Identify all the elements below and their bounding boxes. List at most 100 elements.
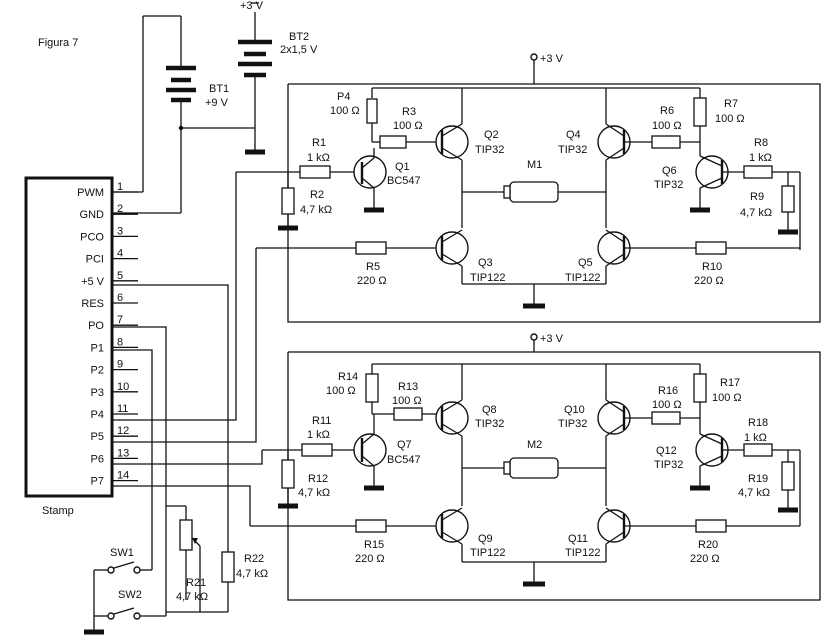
q4-name: Q4 [566, 129, 581, 141]
stamp-pin-number: 1 [117, 181, 123, 193]
motor-m2: M2 [527, 439, 542, 451]
r10-name: R10 [702, 261, 722, 273]
bt2-supply-label: +3 V [240, 0, 264, 12]
r8-name: R8 [754, 137, 768, 149]
sw2-label: SW2 [118, 589, 142, 601]
q1-name: Q1 [395, 161, 410, 173]
stamp-pin-number: 13 [117, 447, 129, 459]
stamp-pin-number: 10 [117, 381, 129, 393]
stamp-pin-label: P4 [91, 409, 104, 421]
bt2-name: BT2 [289, 31, 309, 43]
r18-name: R18 [748, 417, 768, 429]
stamp-pin-label: PCO [80, 231, 104, 243]
battery-bt1: BT1 +9 V [143, 15, 255, 213]
r22-name: R22 [244, 553, 264, 565]
r22-value: 4,7 kΩ [236, 568, 268, 580]
r17-name: R17 [720, 377, 740, 389]
q10-name: Q10 [564, 404, 585, 416]
r19-name: R19 [748, 473, 768, 485]
r17-value: 100 Ω [712, 392, 742, 404]
r21-name: R21 [186, 577, 206, 589]
stamp-pin-label: P3 [91, 387, 104, 399]
r18-value: 1 kΩ [744, 432, 767, 444]
r7-name: R7 [724, 98, 738, 110]
stamp-pin-label: PCI [86, 254, 104, 266]
r7-value: 100 Ω [715, 113, 745, 125]
rail-bottom-label: +3 V [540, 333, 564, 345]
motor-m1: M1 [527, 159, 542, 171]
r14-value: 100 Ω [326, 385, 356, 397]
r11-value: 1 kΩ [307, 429, 330, 441]
stamp-pin-label: GND [80, 209, 105, 221]
stamp-pin-number: 9 [117, 359, 123, 371]
bt1-name: BT1 [209, 83, 229, 95]
stamp-pin-label: P1 [91, 342, 104, 354]
signal-wires [112, 172, 263, 616]
stamp-pin-number: 11 [117, 403, 128, 415]
r1-value: 1 kΩ [307, 152, 330, 164]
r6-value: 100 Ω [652, 120, 682, 132]
q8-name: Q8 [482, 404, 497, 416]
input-circuit: R21 4,7 kΩ R22 4,7 kΩ SW1 SW2 [84, 505, 268, 635]
r19-value: 4,7 kΩ [738, 487, 770, 499]
q11-type: TIP122 [565, 547, 600, 559]
stamp-pin-label: PO [88, 320, 104, 332]
bt2-value: 2x1,5 V [280, 44, 318, 56]
stamp-pin-number: 7 [117, 314, 123, 326]
r21-value: 4,7 kΩ [176, 591, 208, 603]
r9-value: 4,7 kΩ [740, 207, 772, 219]
q2-name: Q2 [484, 129, 499, 141]
sw1-label: SW1 [110, 547, 134, 559]
r15-name: R15 [364, 539, 384, 551]
q4-type: TIP32 [558, 144, 587, 156]
r9-name: R9 [750, 191, 764, 203]
stamp-pin-number: 6 [117, 292, 123, 304]
q9-type: TIP122 [470, 547, 505, 559]
stamp-pin-label: P6 [91, 453, 104, 465]
h-bridge-1: +3 V P4 100 Ω R3 100 Ω Q1 BC547 R1 1 kΩ [236, 53, 821, 323]
battery-bt2: +3 V BT2 2x1,5 V [238, 0, 318, 155]
stamp-pin-label: PWM [77, 187, 104, 199]
r14-name: R14 [338, 371, 358, 383]
q6-name: Q6 [662, 165, 677, 177]
r8-value: 1 kΩ [749, 152, 772, 164]
q11-name: Q11 [568, 533, 588, 545]
q7-type: BC547 [387, 454, 421, 466]
r2-name: R2 [310, 189, 324, 201]
q3-name: Q3 [478, 257, 493, 269]
q3-type: TIP122 [470, 272, 505, 284]
r1-name: R1 [312, 137, 326, 149]
stamp-pin-label: RES [81, 298, 104, 310]
stamp-pin-label: +5 V [81, 276, 105, 288]
stamp-pin-number: 5 [117, 270, 123, 282]
r13-value: 100 Ω [392, 395, 422, 407]
q6-type: TIP32 [654, 179, 683, 191]
r3-name: R3 [402, 106, 416, 118]
r10-value: 220 Ω [694, 275, 724, 287]
r16-value: 100 Ω [652, 399, 682, 411]
r13-name: R13 [398, 381, 418, 393]
r12-name: R12 [308, 473, 328, 485]
q7-name: Q7 [397, 439, 412, 451]
q8-type: TIP32 [475, 418, 504, 430]
stamp-pin-number: 4 [117, 248, 123, 260]
stamp-pin-number: 2 [117, 203, 123, 215]
q9-name: Q9 [478, 533, 493, 545]
r20-name: R20 [698, 539, 718, 551]
q2-type: TIP32 [475, 144, 504, 156]
r11-name: R11 [312, 415, 331, 427]
r5-value: 220 Ω [357, 275, 387, 287]
r6-name: R6 [660, 105, 674, 117]
q12-name: Q12 [656, 445, 677, 457]
r15-value: 220 Ω [355, 553, 385, 565]
h-bridge-2: +3 V R14 100 Ω R13 100 Ω Q7 BC547 R11 1 … [250, 333, 821, 601]
q5-type: TIP122 [565, 272, 600, 284]
stamp-pin-label: P2 [91, 365, 104, 377]
q1-type: BC547 [387, 175, 421, 187]
r3-value: 100 Ω [393, 120, 423, 132]
stamp-pin-label: P5 [91, 431, 104, 443]
stamp-label: Stamp [42, 505, 74, 517]
